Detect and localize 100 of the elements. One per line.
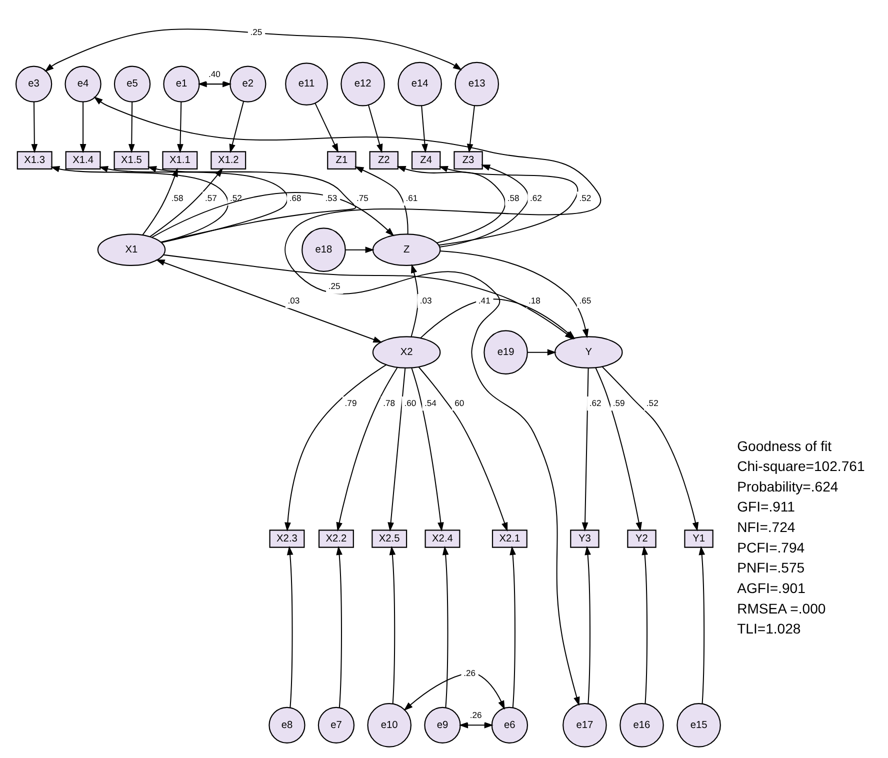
edge-label: .58 — [171, 192, 184, 203]
node-box: X2.5 — [372, 530, 408, 548]
arrow — [404, 672, 505, 711]
node-box: Y2 — [627, 530, 656, 548]
arrow — [94, 96, 600, 706]
arrow — [229, 101, 244, 154]
node-box: X2.3 — [269, 530, 305, 548]
arrow — [396, 166, 506, 244]
arrow — [345, 246, 374, 254]
arrow — [368, 104, 383, 154]
arrow — [314, 103, 338, 153]
arrow — [389, 546, 396, 704]
arrow — [510, 546, 516, 708]
arrow — [411, 368, 444, 532]
label: TLI=1.028 — [737, 620, 801, 637]
node-box: X1.4 — [65, 151, 101, 170]
arrow — [421, 106, 428, 154]
arrow — [410, 264, 418, 337]
node-circle: e16 — [620, 703, 664, 748]
node-circle: e1 — [163, 66, 200, 102]
label: AGFI=.901 — [737, 580, 806, 596]
edge-label: .54 — [424, 398, 436, 408]
edge-label: .26 — [464, 668, 476, 678]
node-box: X1.3 — [16, 151, 52, 170]
arrow — [595, 368, 642, 532]
node-circle: e14 — [398, 62, 442, 106]
edge-label: .03 — [288, 295, 300, 306]
node-box: Y3 — [570, 530, 600, 548]
node-circle: e11 — [285, 62, 328, 106]
edge-label: .59 — [612, 398, 625, 408]
label: Probability=.624 — [737, 478, 838, 494]
node-circle: e12 — [340, 62, 385, 106]
edge-label: .52 — [646, 398, 658, 408]
arrow — [177, 102, 184, 154]
edge-label: .40 — [208, 68, 220, 79]
edge-label: .75 — [356, 192, 368, 203]
arrow — [698, 546, 706, 704]
edge-label: .78 — [383, 398, 396, 408]
node-ellipse: Y — [554, 336, 623, 368]
node-box: Y1 — [684, 530, 714, 548]
arrow — [80, 102, 86, 154]
arrow — [440, 164, 529, 248]
node-ellipse: Z — [372, 234, 441, 266]
node-circle: e15 — [676, 703, 721, 748]
node-box: Z4 — [411, 151, 441, 170]
edge-label: .61 — [406, 192, 418, 203]
arrow — [642, 546, 648, 704]
arrow — [156, 260, 382, 343]
edge-label: .62 — [530, 192, 542, 203]
arrow — [388, 368, 406, 532]
arrow — [31, 102, 38, 154]
node-box: X2.1 — [492, 530, 528, 548]
label: Chi-square=102.761 — [737, 458, 865, 474]
edge-label: 60 — [454, 398, 464, 408]
edge-label: .52 — [579, 192, 592, 203]
arrow — [44, 28, 462, 72]
arrow — [442, 546, 449, 708]
node-circle: e2 — [230, 66, 266, 102]
arrow — [466, 106, 475, 153]
edge-label: .79 — [344, 398, 357, 408]
node-box: Z3 — [454, 151, 483, 170]
arrow — [458, 722, 494, 728]
node-circle: e3 — [15, 66, 52, 102]
edge-label: .26 — [470, 710, 482, 720]
label: RMSEA =.000 — [737, 600, 826, 616]
node-circle: e13 — [454, 62, 500, 106]
node-box: X1.2 — [210, 151, 246, 170]
label: GFI=.911 — [737, 498, 796, 515]
node-circle: e9 — [424, 706, 461, 744]
arrow — [128, 102, 135, 154]
arrow — [438, 166, 578, 246]
edge-label: .60 — [404, 398, 416, 408]
arrow — [582, 368, 589, 532]
node-circle: e6 — [491, 706, 528, 744]
arrow — [284, 364, 386, 532]
arrow — [602, 366, 699, 532]
arrow — [527, 349, 556, 356]
node-box: X2.2 — [318, 530, 354, 548]
edge-label: .25 — [250, 27, 262, 37]
edge-label: .41 — [478, 295, 490, 306]
edge-label: .03 — [420, 295, 432, 306]
edge-label: .58 — [507, 192, 520, 203]
node-box: Z1 — [327, 151, 356, 170]
node-box: X2.4 — [424, 530, 460, 548]
edge-label: .57 — [204, 192, 217, 203]
node-circle: e8 — [268, 706, 306, 744]
node-circle: e7 — [318, 706, 355, 744]
node-circle: e19 — [484, 330, 528, 374]
edge-label: .68 — [289, 192, 302, 203]
node-box: X1.1 — [162, 151, 198, 170]
node-circle: e10 — [367, 703, 412, 748]
node-circle: e4 — [64, 66, 102, 102]
arrow — [198, 80, 232, 88]
edge-label: .65 — [579, 295, 592, 306]
node-box: Z2 — [369, 151, 398, 170]
label: PCFI=.794 — [737, 539, 805, 556]
label: NFI=.724 — [737, 519, 796, 536]
label: PNFI=.575 — [737, 560, 805, 576]
node-circle: e17 — [562, 703, 607, 748]
node-circle: e18 — [302, 228, 346, 272]
